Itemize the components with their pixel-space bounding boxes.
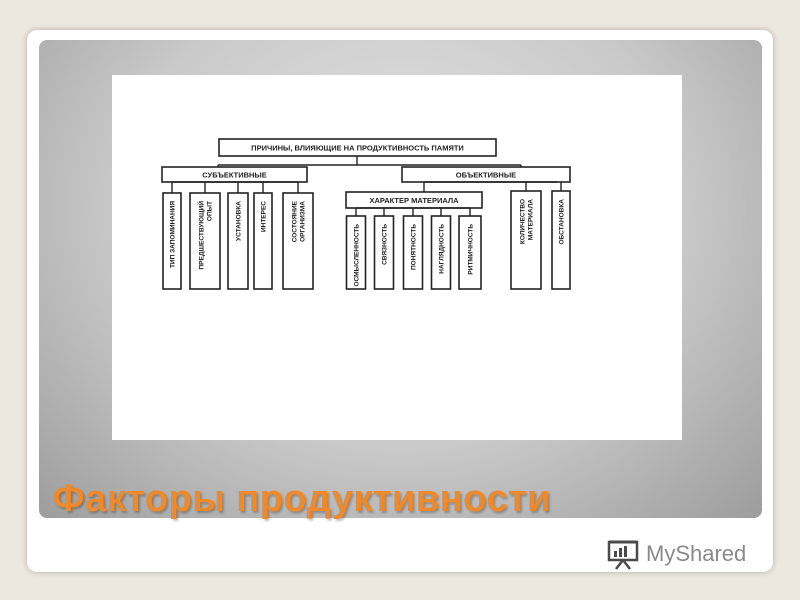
material-item-box-label: ПОНЯТНОСТЬ [411,224,418,270]
subjective-item-box-label: ПРЕДШЕСТВУЮЩИЙ [197,201,206,270]
subjective-item-box-label: ОРГАНИЗМА [300,201,307,242]
objective-item-box-label: МАТЕРИАЛА [528,199,535,240]
objective-box-label: ОБЪЕКТИВНЫЕ [456,171,516,180]
objective-box: ОБЪЕКТИВНЫЕ [401,166,571,183]
root-factor-box-label: ПРИЧИНЫ, ВЛИЯЮЩИЕ НА ПРОДУКТИВНОСТЬ ПАМЯ… [251,144,464,153]
subjective-box-label: СУБЪЕКТИВНЫЕ [202,171,267,180]
subjective-box: СУБЪЕКТИВНЫЕ [161,166,308,183]
myshared-logo[interactable]: MyShared [606,534,746,574]
material-item-box-label: НАГЛЯДНОСТЬ [439,224,446,274]
material-item-box: СВЯЗНОСТЬ [373,215,395,290]
subjective-item-box-label: ИНТЕРЕС [261,201,268,232]
material-item-box: РИТМИЧНОСТЬ [458,215,482,290]
slide-title: Факторы продуктивности [52,478,551,520]
material-box-label: ХАРАКТЕР МАТЕРИАЛА [369,196,459,205]
material-item-box-label: СВЯЗНОСТЬ [382,224,389,265]
subjective-item-box-label: ТИП ЗАПОМИНАНИЯ [170,201,177,268]
material-item-box: НАГЛЯДНОСТЬ [430,215,452,290]
subjective-item-box: ИНТЕРЕС [253,192,273,290]
material-box: ХАРАКТЕР МАТЕРИАЛА [345,191,483,209]
subjective-item-box: УСТАНОВКА [227,192,249,290]
objective-item-box: ОБСТАНОВКА [551,190,571,290]
subjective-item-box-label: СОСТОЯНИЕ [292,200,299,242]
presentation-board-icon [607,540,639,570]
diagram-image: ПРИЧИНЫ, ВЛИЯЮЩИЕ НА ПРОДУКТИВНОСТЬ ПАМЯ… [112,75,682,440]
material-item-box-label: РИТМИЧНОСТЬ [468,224,475,275]
root-factor-box: ПРИЧИНЫ, ВЛИЯЮЩИЕ НА ПРОДУКТИВНОСТЬ ПАМЯ… [218,138,497,157]
material-item-box-label: ОСМЫСЛЕННОСТЬ [354,224,361,287]
subjective-item-box: ТИП ЗАПОМИНАНИЯ [162,192,182,290]
subjective-item-box-label: ОПЫТ [207,201,214,221]
objective-item-box-label: ОБСТАНОВКА [559,199,566,245]
material-item-box: ПОНЯТНОСТЬ [402,215,424,290]
objective-item-box-label: КОЛИЧЕСТВО [520,199,527,244]
material-item-box: ОСМЫСЛЕННОСТЬ [345,215,367,290]
memory-factors-diagram: ПРИЧИНЫ, ВЛИЯЮЩИЕ НА ПРОДУКТИВНОСТЬ ПАМЯ… [161,138,571,290]
subjective-item-box-label: УСТАНОВКА [236,201,243,241]
logo-text: MyShared [646,541,747,566]
